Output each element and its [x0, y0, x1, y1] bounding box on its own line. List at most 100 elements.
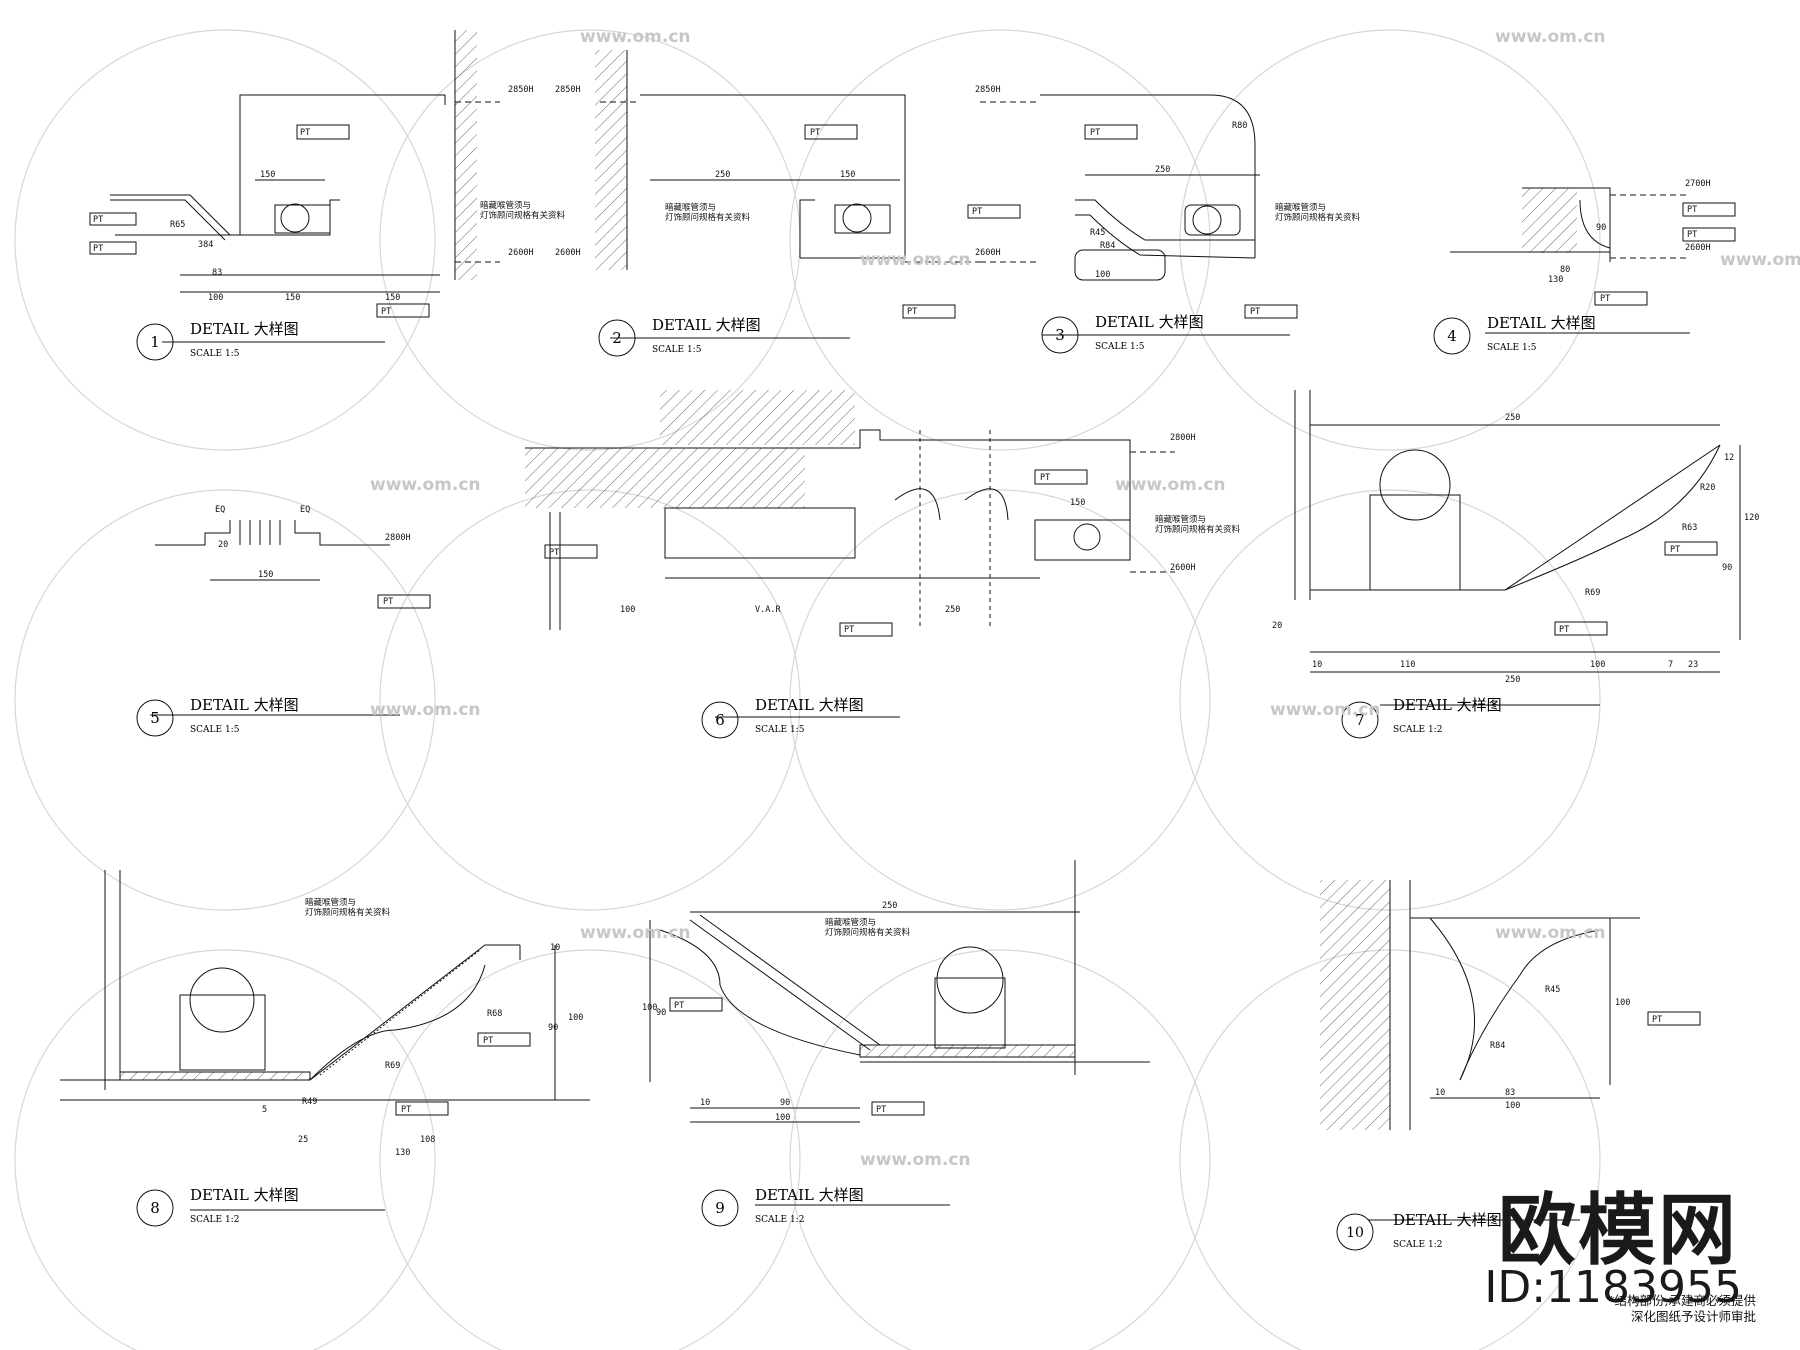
detail-4-number: 4	[1447, 327, 1457, 345]
detail-9-tag: PT	[674, 1001, 684, 1011]
detail-9-title: 9 DETAIL 大样图 SCALE 1:2	[715, 1186, 863, 1225]
detail-1-level-top: 2850H	[508, 85, 534, 95]
detail-7-drawing	[1294, 390, 1741, 739]
watermark-site: www.om.cn	[1495, 27, 1606, 47]
detail-9-dim-90: 90	[656, 1008, 666, 1018]
detail-1-note-1: 暗藏喉管须与	[480, 200, 531, 211]
detail-2-name: DETAIL 大样图	[652, 316, 761, 334]
detail-6-dim-250: 250	[945, 605, 960, 615]
detail-7-dim-7: 7	[1668, 660, 1673, 670]
detail-3-dim-250: 250	[1155, 165, 1170, 175]
detail-10-drawing	[1320, 880, 1701, 1251]
detail-5-labels: EQ EQ 150 20 2800H PT	[215, 505, 411, 607]
detail-8-note-1: 暗藏喉管须与	[305, 897, 356, 908]
detail-8-dim-108: 108	[420, 1135, 435, 1145]
detail-1-tag-c: PT	[93, 244, 103, 254]
detail-4-level-bottom: 2600H	[1685, 243, 1711, 253]
detail-9-name: DETAIL 大样图	[755, 1186, 864, 1204]
detail-4-title: 4 DETAIL 大样图 SCALE 1:5	[1447, 314, 1595, 353]
detail-3-name: DETAIL 大样图	[1095, 313, 1204, 331]
detail-5-dim-150: 150	[258, 570, 273, 580]
detail-6-level-bottom: 2600H	[1170, 563, 1196, 573]
detail-7-scale: SCALE 1:2	[1393, 725, 1442, 735]
detail-1-dim-100: 100	[208, 293, 223, 303]
detail-3-tag-b: PT	[972, 207, 982, 217]
detail-10-number: 10	[1346, 1225, 1364, 1241]
detail-4-dim-90: 90	[1596, 223, 1606, 233]
detail-7-labels: 250 250 10 110 100 7 23 90 120 12 20 R20…	[1272, 413, 1759, 685]
detail-7-dim-110: 110	[1400, 660, 1415, 670]
detail-7-dim-250: 250	[1505, 413, 1520, 423]
detail-5-number: 5	[150, 709, 160, 727]
detail-4-drawing	[1433, 187, 1736, 355]
detail-8-dim-25: 25	[298, 1135, 308, 1145]
watermark-site: www.om.cn	[370, 475, 481, 495]
detail-9-dim-90b: 90	[780, 1098, 790, 1108]
detail-9-dim-250: 250	[882, 901, 897, 911]
remark-line-2: 深化图纸予设计师审批	[1630, 1309, 1756, 1324]
detail-1-number: 1	[150, 333, 160, 351]
detail-4-dim-80: 80	[1560, 265, 1570, 275]
detail-10-tag: PT	[1652, 1015, 1662, 1025]
detail-8-number: 8	[150, 1199, 160, 1217]
detail-9-dim-100: 100	[642, 1003, 657, 1013]
detail-3-drawing	[967, 94, 1298, 354]
detail-1-level-bottom: 2600H	[508, 248, 534, 258]
detail-2-dim-150: 150	[840, 170, 855, 180]
detail-8-tag: PT	[483, 1036, 493, 1046]
detail-1-dim-150: 150	[260, 170, 275, 180]
detail-1-drawing	[89, 30, 500, 361]
detail-4-tag: PT	[1687, 205, 1697, 215]
detail-9-labels: 250 100 90 10 90 100 暗藏喉管须与 灯饰顾问规格有关资料 P…	[642, 901, 911, 1123]
watermark-site: www.om.cn	[580, 27, 691, 47]
detail-7-dim-10: 10	[1312, 660, 1322, 670]
watermark-site: www.om.cn	[860, 250, 971, 270]
detail-4-tag-b: PT	[1687, 230, 1697, 240]
detail-1-dim-r65: R65	[170, 220, 185, 230]
detail-10-dim-r84: R84	[1490, 1041, 1505, 1051]
detail-7-name: DETAIL 大样图	[1393, 696, 1502, 714]
detail-6-tag-c: PT	[844, 625, 854, 635]
watermark-site: www.om.cn	[1720, 250, 1800, 270]
detail-6-name: DETAIL 大样图	[755, 696, 864, 714]
detail-4-labels: 2700H 2600H PT PT PT 130 80 90	[1548, 179, 1711, 304]
detail-7-title: 7 DETAIL 大样图 SCALE 1:2	[1355, 696, 1501, 735]
detail-1-dim-150c: 150	[385, 293, 400, 303]
detail-7-dim-120: 120	[1744, 513, 1759, 523]
detail-7-dim-12: 12	[1724, 453, 1734, 463]
detail-3-tag-c: PT	[1250, 307, 1260, 317]
detail-9-dim-10: 10	[700, 1098, 710, 1108]
detail-8-name: DETAIL 大样图	[190, 1186, 299, 1204]
detail-8-dim-r49: R49	[302, 1097, 317, 1107]
detail-8-tag-b: PT	[401, 1105, 411, 1115]
detail-2-title: 2 DETAIL 大样图 SCALE 1:5	[612, 316, 760, 355]
detail-1-tag-d: PT	[381, 307, 391, 317]
detail-2-tag-b: PT	[907, 307, 917, 317]
detail-6-var: V.A.R	[755, 605, 781, 615]
detail-6-tag: PT	[1040, 473, 1050, 483]
detail-9-number: 9	[715, 1199, 725, 1217]
detail-6-dim-100: 100	[620, 605, 635, 615]
detail-6-note-1: 暗藏喉管须与	[1155, 514, 1206, 525]
detail-9-drawing	[649, 860, 1150, 1227]
detail-8-labels: 暗藏喉管须与 灯饰顾问规格有关资料 R68 R69 R49 90 100 10 …	[262, 897, 583, 1158]
watermark-site: www.om.cn	[1495, 923, 1606, 943]
detail-3-level-top: 2850H	[975, 85, 1001, 95]
detail-2-note-1: 暗藏喉管须与	[665, 202, 716, 213]
detail-1-tag: PT	[300, 128, 310, 138]
detail-8-dim-10: 10	[550, 943, 560, 953]
detail-8-drawing	[60, 870, 590, 1227]
detail-3-title: 3 DETAIL 大样图 SCALE 1:5	[1055, 313, 1203, 352]
detail-9-tag-b: PT	[876, 1105, 886, 1115]
detail-5-dim-20: 20	[218, 540, 228, 550]
detail-4-level-top: 2700H	[1685, 179, 1711, 189]
detail-8-dim-100: 100	[568, 1013, 583, 1023]
detail-7-number: 7	[1355, 711, 1365, 729]
detail-7-tag: PT	[1670, 545, 1680, 555]
detail-10-dim-83: 83	[1505, 1088, 1515, 1098]
detail-5-level: 2800H	[385, 533, 411, 543]
detail-3-dim-r84: R84	[1100, 241, 1115, 251]
detail-3-note-2: 灯饰顾问规格有关资料	[1275, 212, 1361, 223]
watermark-site: www.om.cn	[370, 700, 481, 720]
